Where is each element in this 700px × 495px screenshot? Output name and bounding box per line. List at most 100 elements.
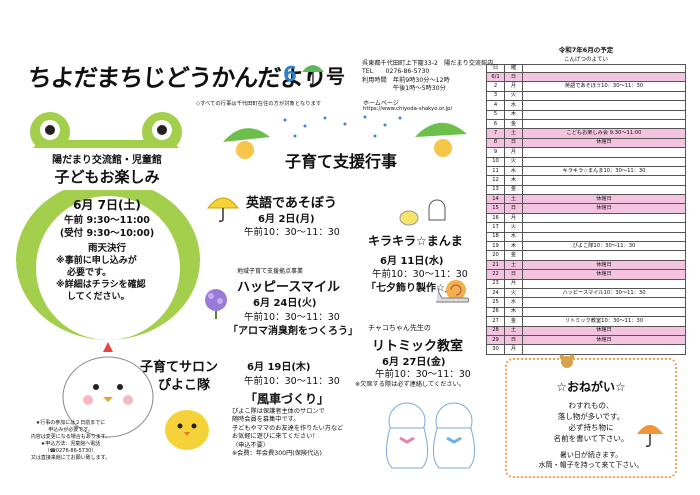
schedule-weekday: 月 [504, 212, 523, 224]
schedule-day: 17 [486, 222, 505, 233]
org-tel: TEL 0276-86-5730 [362, 68, 430, 76]
schedule-weekday: 日 [504, 71, 523, 83]
schedule-event [522, 109, 686, 120]
issue-month: 6 [283, 62, 297, 86]
schedule-day: 9 [486, 147, 505, 158]
schedule-event [522, 184, 686, 196]
schedule-event [522, 231, 686, 243]
salon-time: 午前10：30～11：30 [244, 376, 340, 387]
schedule-weekday: 金 [504, 316, 523, 327]
application-note-line: 又は直接来館にてお願い致します。 [30, 455, 111, 461]
yellow-chick-icon [165, 410, 209, 450]
schedule-day: 12 [486, 175, 505, 186]
schedule-title: 令和7年6月の予定 [558, 46, 614, 54]
bear-icon [559, 354, 575, 368]
notice-line: 水筒・帽子を持って来て下さい。 [538, 461, 644, 469]
schedule-weekday: 金 [504, 250, 523, 261]
schedule-event: 休館日 [522, 137, 686, 149]
schedule-day: 20 [486, 250, 505, 261]
schedule-weekday: 金 [504, 184, 523, 196]
schedule-subtitle: こんげつのよてい [563, 57, 608, 63]
eigo-date: 6月 2日(月) [258, 214, 315, 225]
frog-illustration [16, 112, 200, 340]
schedule-day: 26 [486, 306, 505, 318]
schedule-event [522, 71, 686, 83]
application-note-line: 内容は変更になる場合もあります。 [30, 434, 111, 440]
salon-title: 子育てサロン [140, 360, 219, 375]
schedule-weekday: 月 [504, 344, 523, 355]
schedule-event: 休館日 [522, 194, 686, 205]
schedule-day: 14 [486, 194, 505, 205]
schedule-weekday: 火 [504, 222, 523, 233]
schedule-day: 15 [486, 203, 505, 214]
schedule-weekday: 土 [504, 128, 523, 139]
org-info: 呉東都千代田町上下籠33-2 陽だまり交流館内 TEL 0276-86-5730… [362, 60, 522, 94]
schedule-event [522, 156, 686, 167]
notice-line: 必ず持ち物に [568, 423, 614, 432]
salon-desc-line: 〈申込不要〉 [232, 441, 270, 449]
salon-desc-line: お気軽に遊びに来てください！ [232, 433, 319, 441]
org-address: 呉東都千代田町上下籠33-2 陽だまり交流館内 [362, 60, 494, 67]
notice-line: 名前を書いて下さい。 [553, 434, 629, 443]
application-note: ★行事の参加には２日前までに 申込みが必要です。 内容は変更になる場合もあります… [8, 420, 133, 462]
event-reception: (受付 9:30～10:00) [59, 228, 155, 239]
rhythm-date: 6月 27日(金) [382, 357, 446, 368]
schedule-event: ハッピースマイル10：30～11：30 [522, 287, 686, 299]
notice-body: わすれもの、 落し物が多いです。 必ず持ち物に 名前を書いて下さい。 [507, 400, 675, 444]
schedule-day: 21 [486, 259, 505, 271]
notice-line: 暑い日が続きます。 [559, 451, 623, 459]
event-note-1: ※事前に申し込みが [56, 256, 137, 266]
rain-decoration [223, 115, 467, 159]
schedule-day: 11 [486, 165, 505, 177]
rhythm-time: 午前10：30～11：30 [375, 369, 471, 380]
kira-title: キラキラ☆まんま [368, 234, 463, 248]
schedule-weekday: 土 [504, 259, 523, 271]
schedule-weekday: 火 [504, 90, 523, 102]
schedule-day: 6 [486, 118, 505, 130]
schedule-weekday: 木 [504, 241, 523, 252]
org-hours-pm: 午後1時〜5時30分 [362, 85, 446, 93]
event-title: 子どもお楽しみ [54, 168, 160, 186]
org-hours-am: 利用時間 年前9時30分〜12時 [362, 76, 450, 84]
schedule-weekday: 水 [504, 297, 523, 308]
kira-theme: 「七夕飾り製作☆」 [366, 283, 455, 294]
homepage-url[interactable]: https://www.chiyoda-shakyo.or.jp/ [363, 106, 453, 112]
event-note-2: 必要です。 [67, 268, 112, 278]
happy-org: 地域子育て支援拠点事業 [237, 268, 304, 275]
schedule-weekday: 日 [504, 203, 523, 214]
header-event [522, 64, 686, 73]
schedule-weekday: 木 [504, 109, 523, 120]
yellow-umbrella-icon [206, 197, 240, 222]
salon-desc-line: 子どもやママのお友達を作りたい方など [232, 424, 344, 432]
venue-label: 陽だまり交流館・児童館 [52, 155, 162, 166]
salon-desc-line: ※会費：年会費300円(保険代込) [232, 450, 322, 458]
application-note-line: ★申込方法：児童館へ電話 [40, 441, 101, 447]
homepage-label: ホームページ [363, 100, 399, 107]
snail-icon [436, 280, 470, 303]
frog-event-panel: 陽だまり交流館・児童館 子どもお楽しみ 6月 7日(土) 午前 9:30～11:… [12, 110, 204, 340]
header-weekday: 曜 [504, 64, 523, 73]
schedule-event [522, 212, 686, 224]
header-day: 日 [486, 64, 505, 73]
schedule-weekday: 木 [504, 175, 523, 186]
schedule-day: 16 [486, 212, 505, 224]
schedule-event: 英語であそぼう10：30～11：30 [522, 81, 686, 92]
eligibility-note: ◇すべての行事は千代田町在住の方が対象となります [196, 101, 322, 107]
